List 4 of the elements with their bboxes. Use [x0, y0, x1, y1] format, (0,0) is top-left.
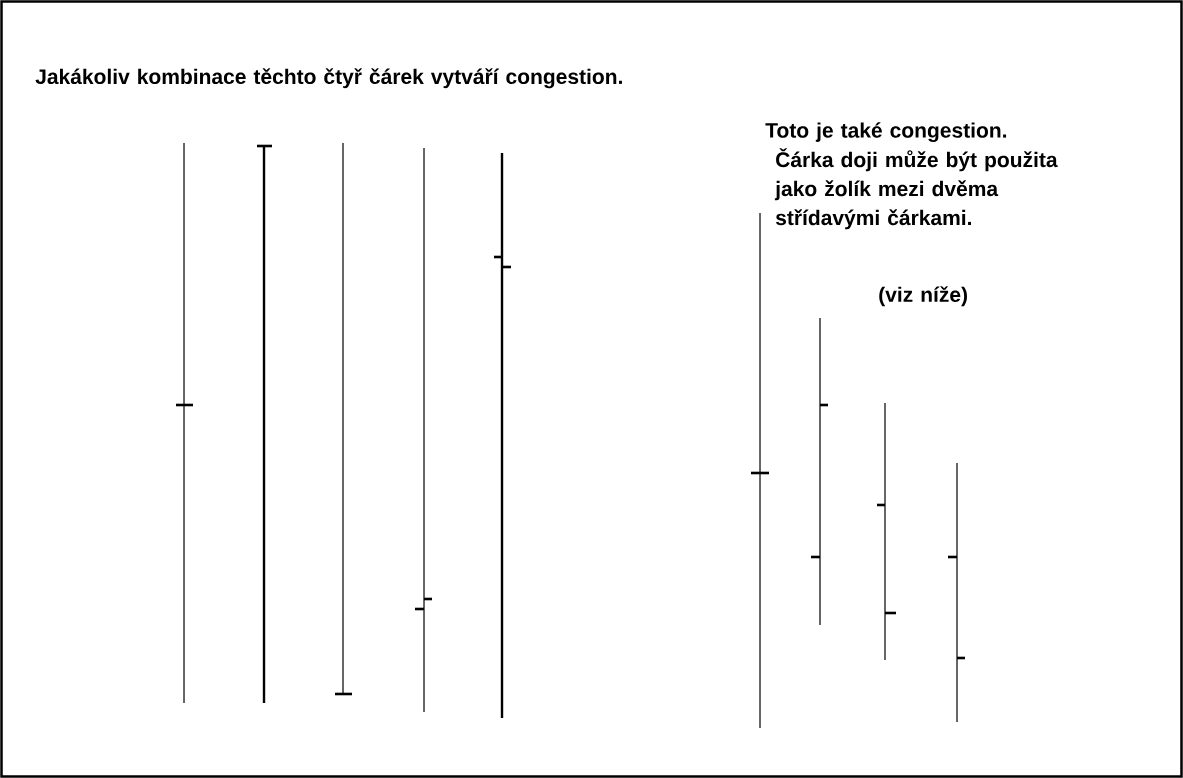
caption-text: Toto je také congestion. [765, 122, 1007, 143]
caption-text: (viz níže) [879, 286, 967, 307]
caption-text: Jakákoliv kombinace těchto čtyř čárek vytváří congestion. [35, 68, 622, 89]
caption-text: Čárka doji může být použita jako žolík mezi dvěma střídavými čárkami. [774, 148, 1058, 230]
